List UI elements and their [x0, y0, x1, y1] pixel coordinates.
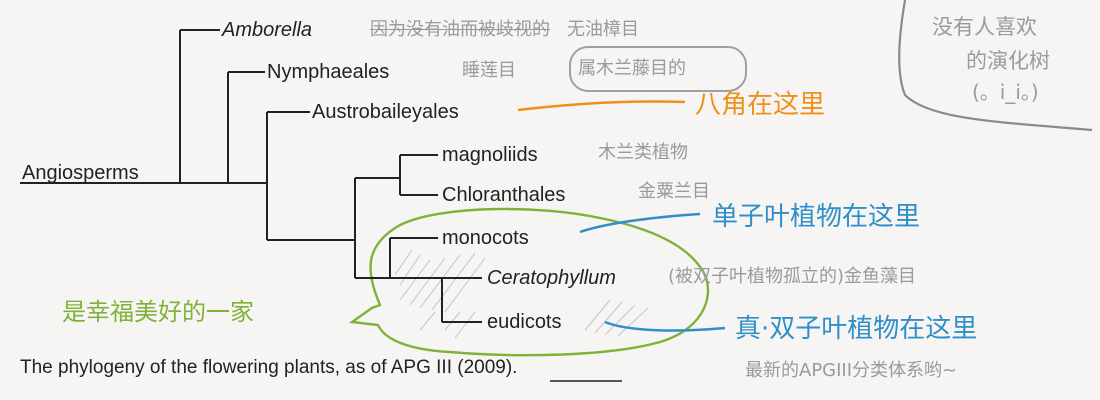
note-family: 是幸福美好的一家: [62, 298, 254, 326]
monocots-pointer: [579, 212, 701, 234]
note-chloranthales: 金粟兰目: [638, 181, 710, 202]
note-amborella-strike: 因为没有油而被歧视的: [370, 19, 550, 40]
label-nymphaeales: Nymphaeales: [267, 61, 390, 83]
corner-line1: 没有人喜欢: [932, 15, 1037, 39]
label-amborella: Amborella: [222, 19, 313, 41]
diagram-caption: The phylogeny of the flowering plants, a…: [20, 357, 518, 378]
caption-apg-note: 最新的APGIII分类体系哟~: [745, 360, 958, 381]
corner-curve: [898, 0, 1093, 132]
highlight-monocots: 单子叶植物在这里: [712, 202, 921, 232]
tree-branches: [20, 29, 482, 323]
highlight-eudicots: 真·双子叶植物在这里: [735, 314, 978, 344]
note-nymphaeales-order: 睡莲目: [462, 60, 516, 81]
highlight-austro: 八角在这里: [695, 90, 826, 120]
note-nymphaeales-bubble: 属木兰藤目的: [578, 58, 686, 79]
corner-line2: 的演化树: [966, 49, 1050, 73]
note-ceratophyllum: (被双子叶植物孤立的)金鱼藻目: [668, 266, 917, 287]
label-chloranthales: Chloranthales: [442, 184, 566, 206]
label-monocots: monocots: [442, 227, 529, 249]
label-magnoliids: magnoliids: [442, 144, 538, 166]
label-austrobaileyales: Austrobaileyales: [312, 101, 459, 123]
bubble-hatching: [394, 249, 649, 339]
nymph-bubble: [569, 46, 747, 92]
label-angiosperms: Angiosperms: [22, 162, 139, 184]
label-ceratophyllum: Ceratophyllum: [487, 267, 616, 289]
family-bubble: [348, 207, 710, 357]
corner-line3: (。i_i。): [972, 80, 1039, 104]
austro-pointer: [517, 100, 686, 112]
note-magnoliids: 木兰类植物: [598, 142, 688, 163]
eudicots-pointer: [604, 320, 726, 332]
note-amborella-order: 无油樟目: [567, 19, 639, 40]
label-eudicots: eudicots: [487, 311, 562, 333]
